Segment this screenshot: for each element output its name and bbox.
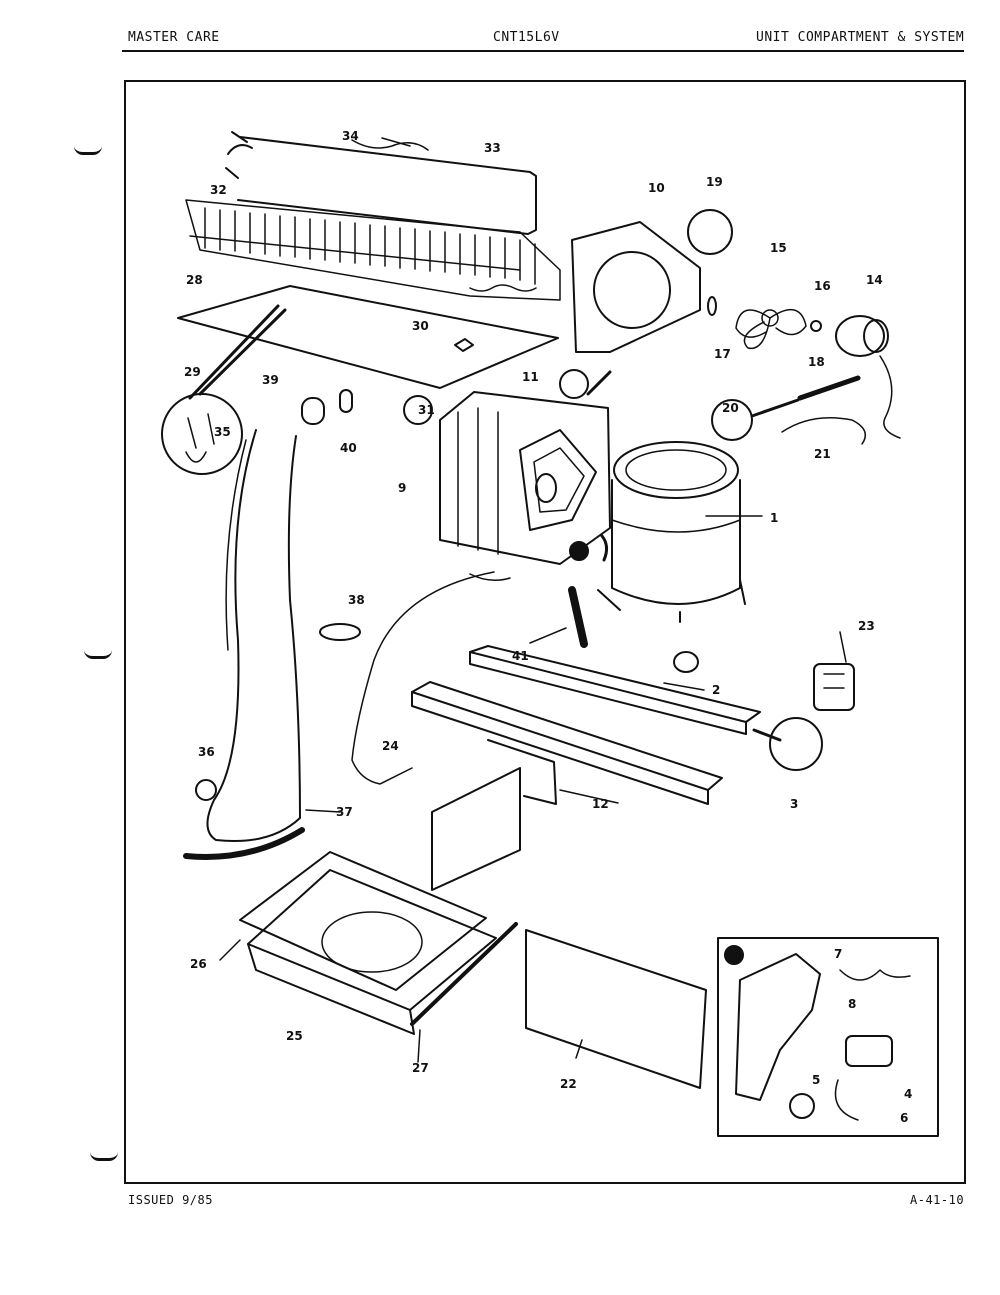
footer-issue-date: ISSUED 9/85 [128, 1193, 213, 1207]
callout-38: 38 [348, 593, 365, 607]
grommet-small [339, 389, 353, 413]
header-model-line: MASTER CARE [128, 30, 220, 45]
grommet [301, 397, 325, 425]
callout-17: 17 [714, 347, 731, 361]
base-rails [411, 645, 761, 805]
callout-36: 36 [198, 745, 215, 759]
callout-1: 1 [770, 511, 778, 525]
callout-22: 22 [560, 1077, 577, 1091]
fan-motor [835, 315, 901, 439]
condenser-fan-blade [735, 309, 807, 350]
inset-marker [569, 541, 589, 561]
callout-20: 20 [722, 401, 739, 415]
callout-25: 25 [286, 1029, 303, 1043]
footer-page-code: A-41-10 [910, 1193, 965, 1207]
callout-35: 35 [214, 425, 231, 439]
callout-28: 28 [186, 273, 203, 287]
callout-29: 29 [184, 365, 201, 379]
clamp [319, 623, 361, 641]
callout-26: 26 [190, 957, 207, 971]
callout-21: 21 [814, 447, 831, 461]
callout-7: 7 [834, 947, 842, 961]
pan-rod [410, 922, 518, 1026]
callout-15: 15 [770, 241, 787, 255]
callout-18: 18 [808, 355, 825, 369]
fan-retainer [810, 320, 822, 332]
callout-2: 2 [712, 683, 720, 697]
drier [568, 586, 588, 648]
binder-mark [74, 146, 102, 155]
callout-11: 11 [522, 370, 539, 384]
clip-inset [403, 395, 433, 425]
callout-8: 8 [848, 997, 856, 1011]
binder-mark [84, 650, 112, 659]
detail-inset [717, 937, 939, 1137]
header-rule [122, 50, 964, 52]
callout-34: 34 [342, 129, 359, 143]
evaporator-pan [177, 285, 559, 389]
callout-5: 5 [812, 1073, 820, 1087]
diagram-frame [124, 80, 966, 1184]
callout-19: 19 [706, 175, 723, 189]
callout-27: 27 [412, 1061, 429, 1075]
evaporator-coil [185, 199, 561, 301]
callout-40: 40 [340, 441, 357, 455]
callout-39: 39 [262, 373, 279, 387]
grommet-inset-20 [711, 399, 753, 441]
callout-31: 31 [418, 403, 435, 417]
access-panel [525, 929, 707, 1089]
callout-30: 30 [412, 319, 429, 333]
callout-16: 16 [814, 279, 831, 293]
callout-10: 10 [648, 181, 665, 195]
clip [707, 296, 717, 316]
power-cord [781, 417, 867, 445]
callout-3: 3 [790, 797, 798, 811]
drain-clip [195, 779, 217, 801]
header-model-number: CNT15L6V [493, 30, 560, 45]
mount-inset [559, 369, 589, 399]
callout-32: 32 [210, 183, 227, 197]
compressor-grommet [673, 651, 699, 673]
bracket-12 [431, 739, 557, 891]
drain-tube [206, 429, 301, 843]
compressor [597, 441, 746, 623]
callout-12: 12 [592, 797, 609, 811]
callout-37: 37 [336, 805, 353, 819]
binder-mark [90, 1152, 118, 1161]
tube-18 [797, 375, 861, 401]
header-section-title: UNIT COMPARTMENT & SYSTEM [756, 30, 965, 45]
callout-9: 9 [398, 481, 406, 495]
grommet-inset [687, 209, 733, 255]
relay [813, 663, 855, 711]
callout-41: 41 [512, 649, 529, 663]
callout-33: 33 [484, 141, 501, 155]
fan-shroud [571, 221, 701, 353]
grommet-inset-3 [769, 717, 823, 771]
callout-24: 24 [382, 739, 399, 753]
callout-4: 4 [904, 1087, 912, 1101]
callout-23: 23 [858, 619, 875, 633]
wire-harness [351, 571, 495, 785]
callout-14: 14 [866, 273, 883, 287]
condenser [439, 391, 611, 565]
callout-6: 6 [900, 1111, 908, 1125]
